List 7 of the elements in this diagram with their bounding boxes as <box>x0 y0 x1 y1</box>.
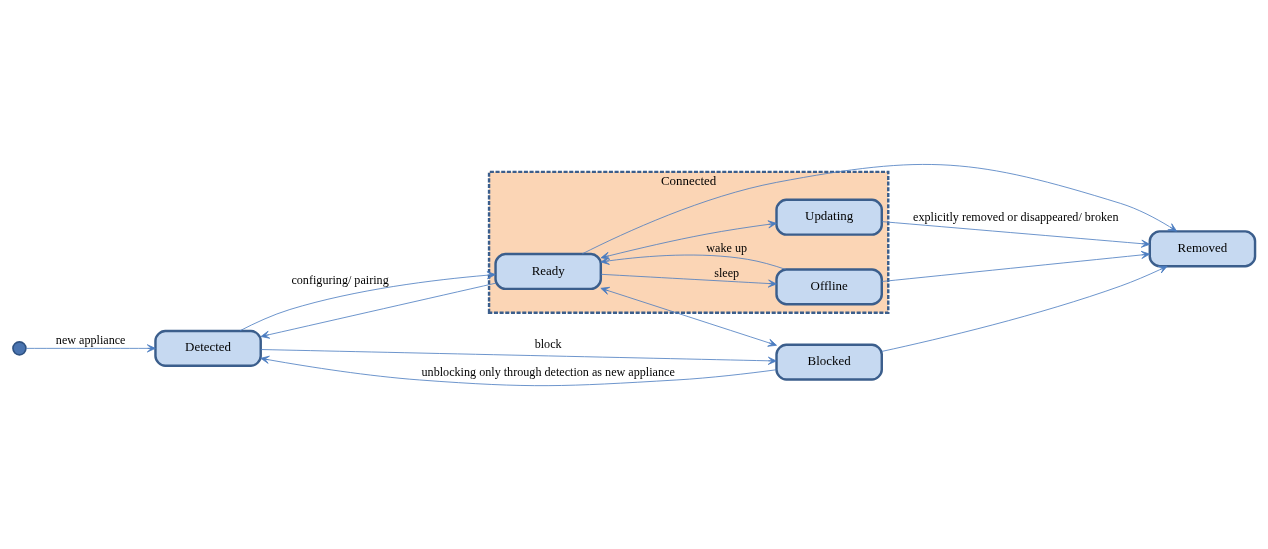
edge-label: new appliance <box>55 332 126 347</box>
edge-label: unblocking only through detection as new appliance <box>421 364 675 379</box>
edge-label: sleep <box>714 265 740 280</box>
edge-label: configuring/ pairing <box>291 272 389 287</box>
edge-label: explicitly removed or disappeared/ broken <box>913 209 1119 224</box>
edge-label: wake up <box>706 240 748 255</box>
edge-label: block <box>534 336 562 351</box>
